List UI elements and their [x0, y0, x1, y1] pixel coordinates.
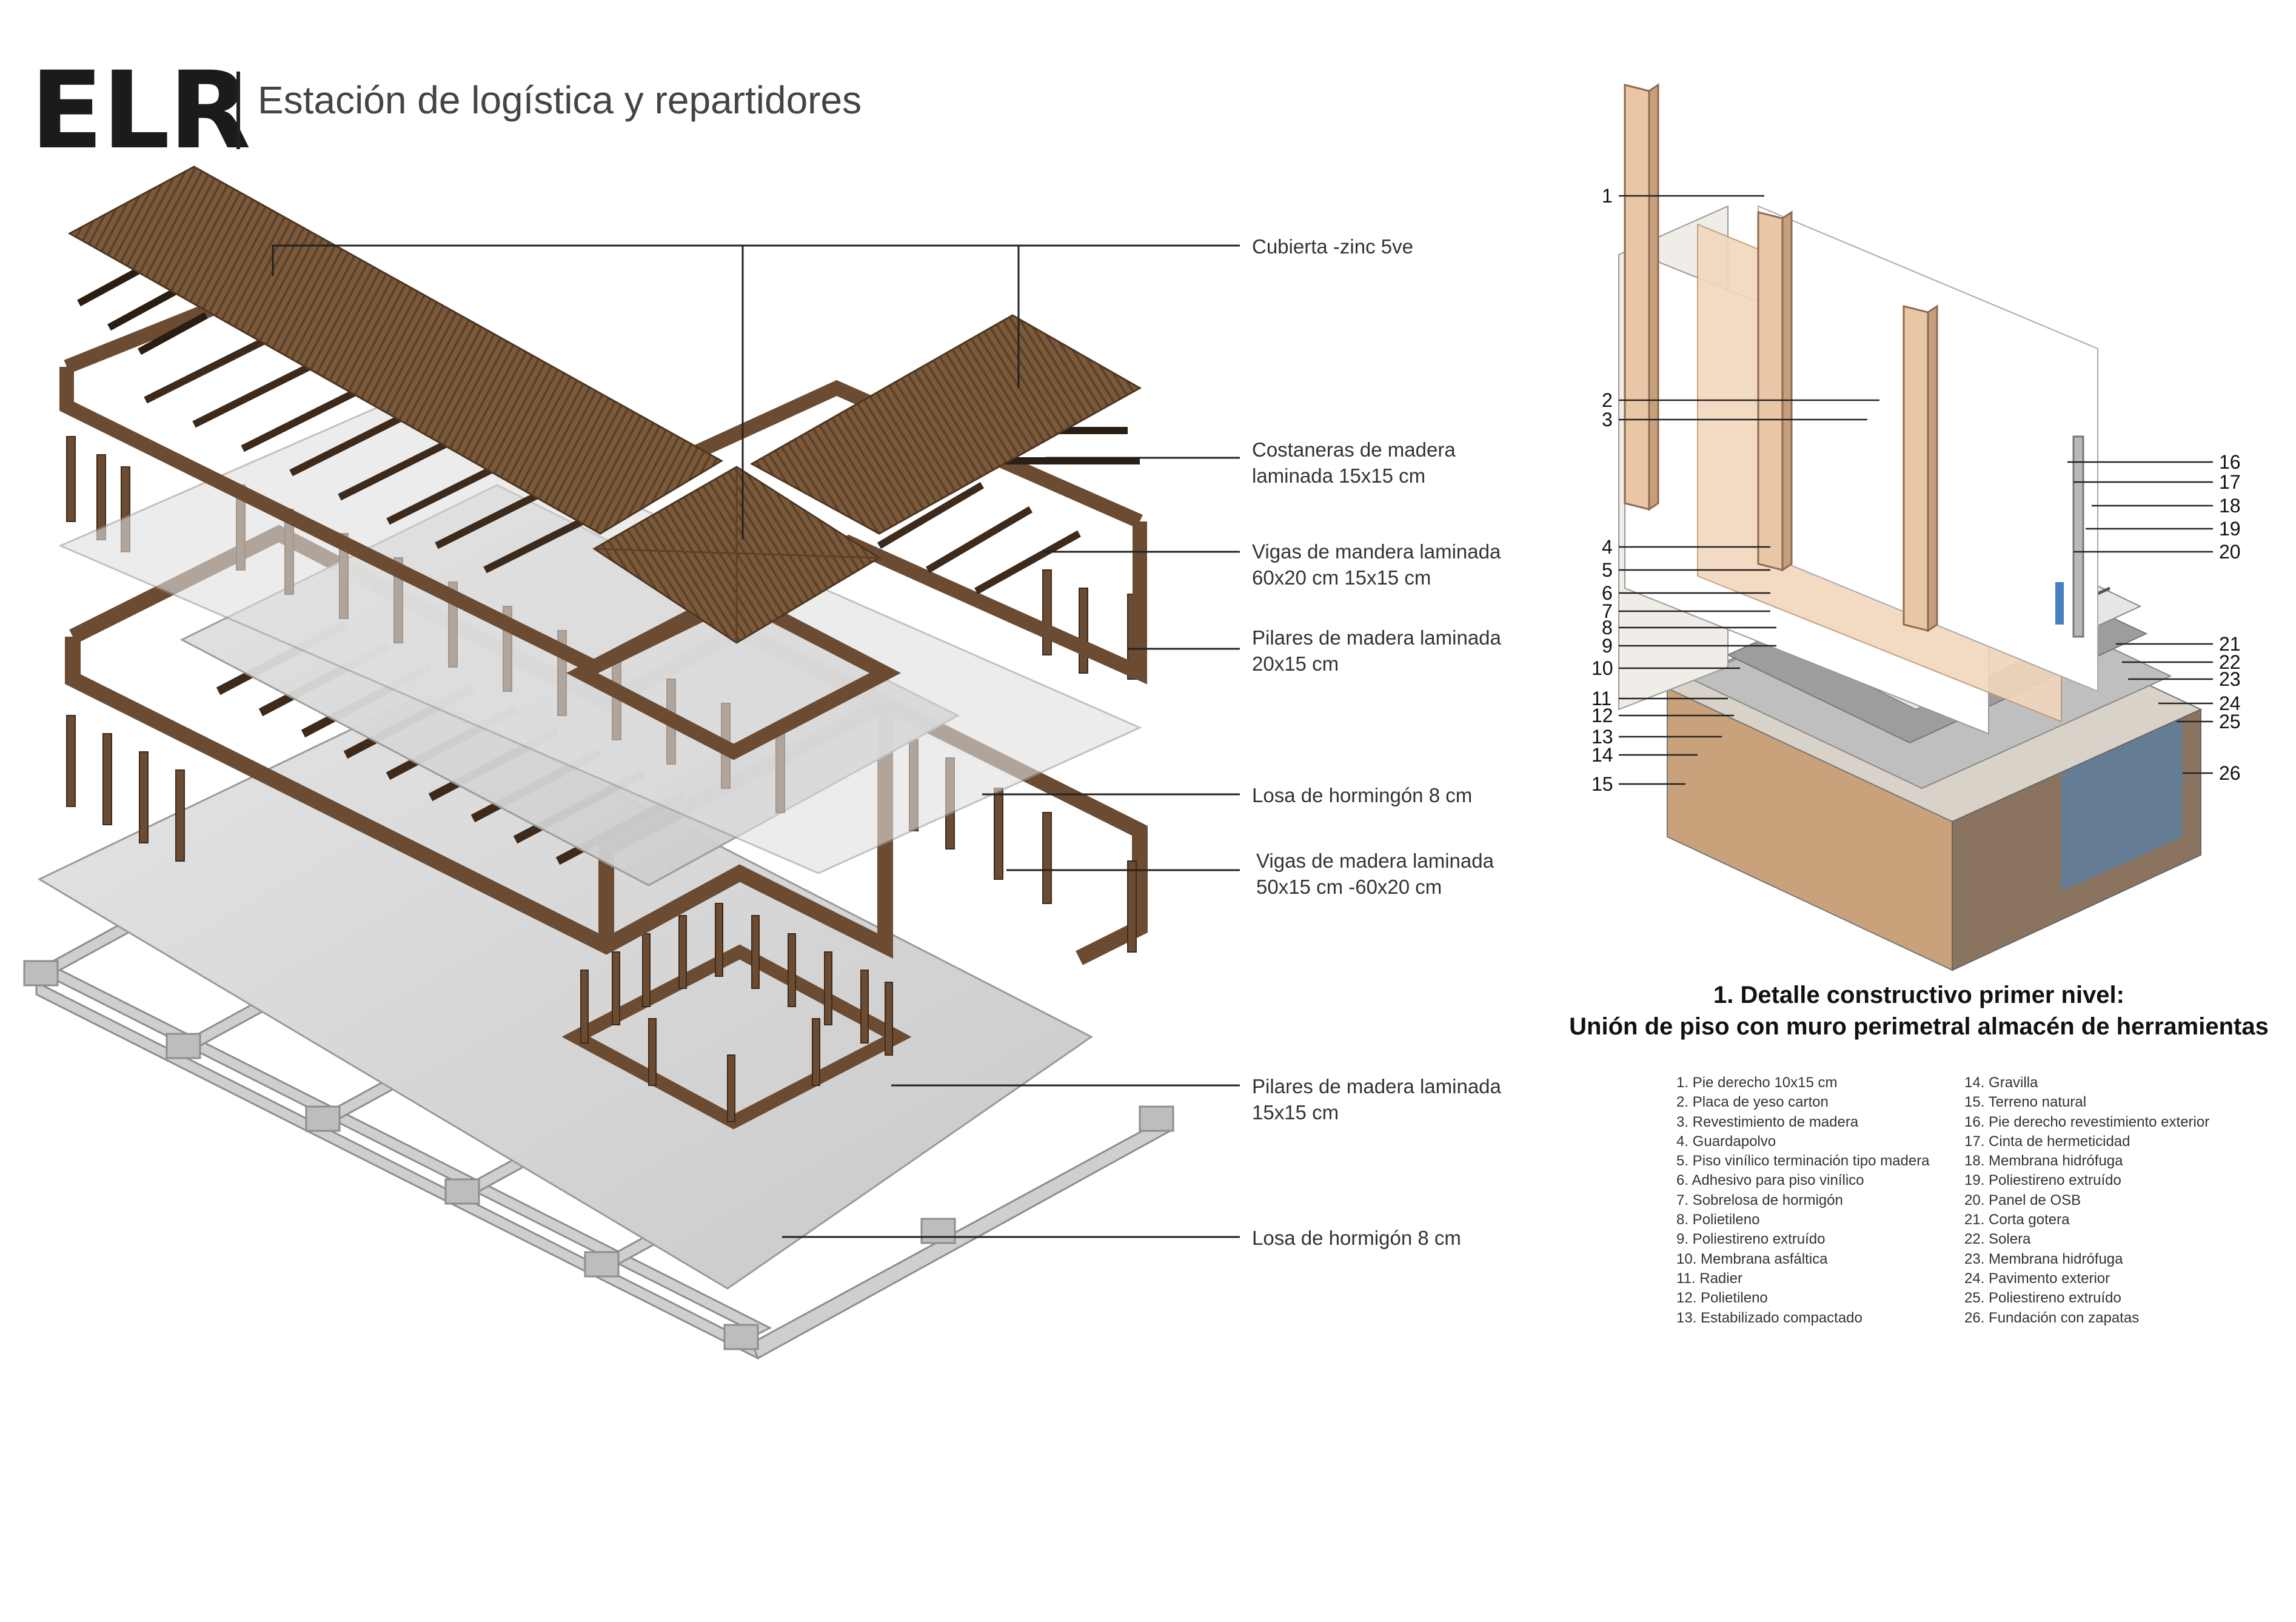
blue-insulation-strip [2055, 582, 2064, 625]
legend-item: 16. Pie derecho revestimiento exterior [1964, 1113, 2210, 1130]
callout-losa-inferior: Losa de hormigón 8 cm [1252, 1227, 1461, 1249]
brand-divider [236, 72, 240, 149]
legend-item: 14. Gravilla [1964, 1074, 2038, 1091]
legend-item: 23. Membrana hidrófuga [1964, 1250, 2123, 1267]
legend-item: 1. Pie derecho 10x15 cm [1676, 1074, 1838, 1091]
detail-num-17: 17 [2219, 471, 2241, 493]
detail-title-line1: 1. Detalle constructivo primer nivel: [1713, 982, 2124, 1008]
legend-item: 3. Revestimiento de madera [1676, 1113, 1859, 1130]
foundation-footing [2061, 719, 2183, 891]
legend-column-2: 14. Gravilla 15. Terreno natural 16. Pie… [1964, 1073, 2209, 1328]
legend-item: 15. Terreno natural [1964, 1094, 2087, 1111]
detail-title: 1. Detalle constructivo primer nivel: Un… [1546, 979, 2292, 1042]
detail-num-4: 4 [1602, 536, 1613, 558]
construction-detail-drawing [1618, 83, 2213, 971]
legend-item: 11. Radier [1676, 1270, 1742, 1287]
detail-num-8: 8 [1602, 617, 1613, 638]
detail-num-26: 26 [2219, 762, 2241, 784]
legend-item: 24. Pavimento exterior [1964, 1270, 2110, 1287]
legend-item: 4. Guardapolvo [1676, 1133, 1776, 1150]
detail-num-1: 1 [1602, 185, 1613, 207]
legend-item: 13. Estabilizado compactado [1676, 1309, 1863, 1326]
detail-num-21: 21 [2219, 633, 2241, 655]
detail-leaders-right [2067, 461, 2213, 774]
legend-item: 12. Polietileno [1676, 1290, 1768, 1307]
legend-column-1: 1. Pie derecho 10x15 cm 2. Placa de yeso… [1676, 1073, 1930, 1328]
legend-item: 18. Membrana hidrófuga [1964, 1153, 2123, 1170]
detail-num-22: 22 [2219, 651, 2241, 673]
callout-vigas-superior: Vigas de mandera laminada 60x20 cm 15x15… [1252, 540, 1501, 589]
legend-item: 26. Fundación con zapatas [1964, 1309, 2140, 1326]
detail-num-6: 6 [1602, 582, 1613, 604]
detail-num-16: 16 [2219, 451, 2241, 473]
detail-num-11: 11 [1591, 688, 1612, 709]
callout-costaneras: Costaneras de madera laminada 15x15 cm [1252, 438, 1456, 487]
footings [23, 960, 1174, 1350]
detail-num-18: 18 [2219, 495, 2241, 517]
detail-num-23: 23 [2219, 668, 2241, 690]
legend-item: 17. Cinta de hermeticidad [1964, 1133, 2130, 1150]
legend-item: 7. Sobrelosa de hormigón [1676, 1191, 1843, 1208]
detail-num-12: 12 [1591, 705, 1613, 726]
page-subtitle: Estación de logística y repartidores [258, 78, 862, 122]
legend-item: 5. Piso vinílico terminación tipo madera [1676, 1153, 1930, 1170]
detail-num-25: 25 [2219, 711, 2241, 732]
callout-pilares-superior: Pilares de madera laminada 20x15 cm [1252, 626, 1501, 675]
detail-num-14: 14 [1591, 744, 1613, 766]
legend-item: 2. Placa de yeso carton [1676, 1094, 1829, 1111]
legend-item: 22. Solera [1964, 1231, 2031, 1248]
roof-long-panel [67, 166, 723, 535]
legend-item: 9. Poliestireno extruído [1676, 1231, 1826, 1248]
lower-slab [37, 693, 1093, 1290]
legend-item: 6. Adhesivo para piso vinílico [1676, 1172, 1864, 1189]
lower-pillars [561, 903, 912, 1130]
roof-right-panel [749, 314, 1142, 535]
upper-slab [58, 399, 1142, 874]
legend-item: 8. Polietileno [1676, 1211, 1760, 1228]
callout-pilares-inferior: Pilares de madera laminada 15x15 cm [1252, 1075, 1501, 1124]
legend-item: 21. Corta gotera [1964, 1211, 2070, 1228]
detail-num-2: 2 [1602, 389, 1613, 411]
legend-item: 25. Poliestireno extruído [1964, 1290, 2121, 1307]
callout-vigas-inferior: Vigas de madera laminada 50x15 cm -60x20… [1256, 850, 1494, 898]
detail-num-9: 9 [1602, 635, 1613, 657]
studs [1624, 83, 2084, 638]
callout-losa-superior: Losa de hormingón 8 cm [1252, 784, 1473, 806]
detail-num-7: 7 [1602, 600, 1613, 622]
detail-num-20: 20 [2219, 541, 2241, 563]
detail-num-3: 3 [1602, 409, 1613, 431]
legend-item: 20. Panel de OSB [1964, 1191, 2081, 1208]
detail-num-5: 5 [1602, 559, 1613, 581]
legend-item: 19. Poliestireno extruído [1964, 1172, 2121, 1189]
detail-num-10: 10 [1591, 657, 1613, 679]
detail-num-24: 24 [2219, 692, 2241, 714]
detail-num-15: 15 [1591, 773, 1613, 795]
detail-title-line2: Unión de piso con muro perimetral almacé… [1569, 1013, 2269, 1040]
brand-logo: ELR [30, 49, 251, 173]
legend-item: 10. Membrana asfáltica [1676, 1250, 1828, 1267]
detail-num-13: 13 [1591, 726, 1613, 748]
callout-cubierta: Cubierta -zinc 5ve [1252, 235, 1413, 258]
exploded-axonometric [23, 166, 1240, 1360]
leader-lines [272, 244, 1240, 1238]
detail-num-19: 19 [2219, 518, 2241, 540]
roof-pyramid-ridges [594, 467, 880, 643]
detail-leaders-left [1619, 195, 1879, 785]
